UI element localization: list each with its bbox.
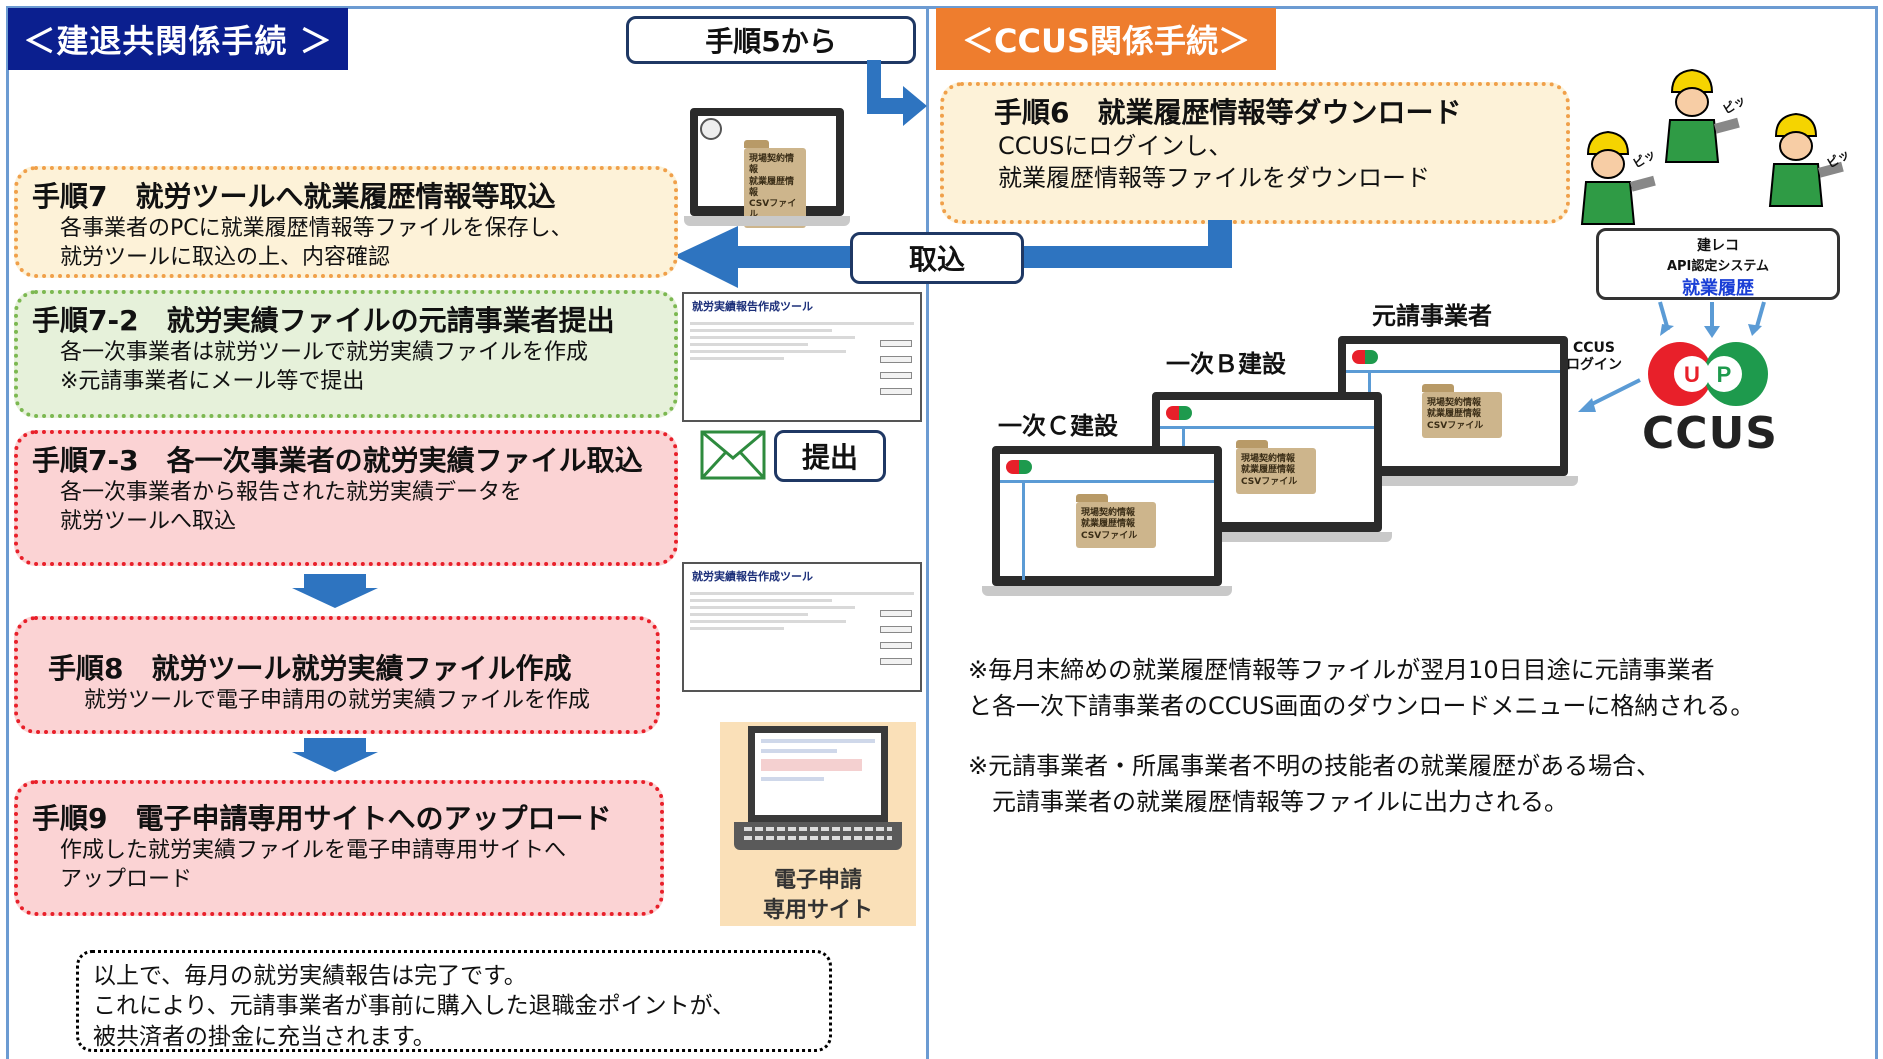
company-c-laptop: 現場契約情報 就業履歴情報 CSVファイル (982, 446, 1232, 600)
folder-label-3: CSVファイル (749, 199, 797, 220)
step6-line2: 就業履歴情報等ファイルをダウンロード (998, 163, 1430, 192)
step6-box: 手順6 就業履歴情報等ダウンロード CCUSにログインし、 就業履歴情報等ファイ… (940, 82, 1570, 224)
completion-note: 以上で、毎月の就労実績報告は完了です。 これにより、元請事業者が事前に購入した退… (76, 950, 832, 1052)
step7-3-title: 手順7-3 各一次事業者の就労実績ファイル取込 (32, 444, 643, 477)
step7-line2: 就労ツールに取込の上、内容確認 (60, 245, 391, 271)
c-folder-2: 就業履歴情報 (1081, 519, 1136, 530)
b-folder-2: 就業履歴情報 (1241, 465, 1296, 476)
step7-2-box: 手順7-2 就労実績ファイルの元請事業者提出 各一次事業者は就労ツールで就労実績… (14, 290, 678, 418)
step9-line1: 作成した就労実績ファイルを電子申請専用サイトへ (60, 837, 567, 863)
step8-title: 手順8 就労ツール就労実績ファイル作成 (48, 652, 572, 685)
note-1a: ※毎月末締めの就業履歴情報等ファイルが翌月10日目途に元請事業者 (968, 656, 1715, 684)
step8-line1: 就労ツールで電子申請用の就労実績ファイルを作成 (84, 687, 591, 713)
c-folder-3: CSVファイル (1081, 530, 1138, 541)
completion-line2: これにより、元請事業者が事前に購入した退職金ポイントが、 (93, 993, 736, 1020)
ccus-login-line2: ログイン (1566, 356, 1622, 373)
workers-illustration (1580, 68, 1844, 225)
ccus-login-line1: CCUS (1573, 340, 1615, 356)
kenreco-line3: 就業履歴 (1682, 278, 1754, 299)
tool-title-1: 就労実績報告作成ツール (692, 300, 813, 313)
folder-label-1: 現場契約情報 (749, 154, 795, 176)
prime-folder-1: 現場契約情報 (1427, 398, 1482, 408)
step7-3-line1: 各一次事業者から報告された就労実績データを (60, 479, 523, 505)
prime-contractor-label: 元請事業者 (1372, 302, 1492, 330)
ccus-logo-text: CCUS (1642, 408, 1778, 459)
step9-title: 手順9 電子申請専用サイトへのアップロード (32, 802, 612, 835)
step7-title: 手順7 就労ツールへ就業履歴情報等取込 (32, 180, 556, 213)
b-folder-1: 現場契約情報 (1241, 454, 1296, 464)
down-arrow-2 (292, 738, 378, 772)
right-header: ＜CCUS関係手続＞ (936, 8, 1276, 70)
step5-to-step6-arrow (867, 60, 927, 126)
step7-line1: 各事業者のPCに就業履歴情報等ファイルを保存し、 (60, 215, 573, 241)
company-b-label: 一次Ｂ建設 (1166, 350, 1286, 378)
pc-laptop-icon: 現場契約情報 就業履歴情報 CSVファイル (684, 108, 850, 230)
c-folder-1: 現場契約情報 (1081, 508, 1136, 518)
step9-line2: アップロード (60, 867, 193, 893)
folder-label-2: 就業履歴情報 (749, 176, 795, 198)
left-header: ＜建退共関係手続 ＞ (8, 8, 348, 70)
esite-illustration: 電子申請 専用サイト (720, 722, 916, 926)
tool-title-2: 就労実績報告作成ツール (692, 570, 813, 583)
from-step5-label: 手順5から (626, 16, 916, 64)
note-2b: 元請事業者の就業履歴情報等ファイルに出力される。 (968, 788, 1568, 816)
mail-icon (700, 430, 766, 480)
step9-box: 手順9 電子申請専用サイトへのアップロード 作成した就労実績ファイルを電子申請専… (14, 780, 664, 916)
step6-line1: CCUSにログインし、 (998, 131, 1233, 160)
completion-line1: 以上で、毎月の就労実績報告は完了です。 (93, 963, 527, 989)
kenreco-box: 建レコ API認定システム 就業履歴 (1596, 228, 1840, 300)
note-2a: ※元請事業者・所属事業者不明の技能者の就業履歴がある場合、 (968, 752, 1661, 780)
ccus-login-label: CCUS ログイン (1566, 340, 1622, 374)
note-1: ※毎月末締めの就業履歴情報等ファイルが翌月10日目途に元請事業者 と各一次下請事… (968, 652, 1868, 724)
esite-label-2: 専用サイト (762, 898, 873, 923)
kenreco-line1: 建レコ (1697, 238, 1739, 254)
step7-3-box: 手順7-3 各一次事業者の就労実績ファイル取込 各一次事業者から報告された就労実… (14, 430, 678, 566)
tool-screenshot-2: 就労実績報告作成ツール (682, 562, 922, 692)
step8-box: 手順8 就労ツール就労実績ファイル作成 就労ツールで電子申請用の就労実績ファイル… (14, 616, 660, 734)
svg-text:P: P (1717, 362, 1732, 387)
kenreco-to-ccus-arrows (1658, 301, 1766, 338)
tool-screenshot-1: 就労実績報告作成ツール (682, 292, 922, 422)
import-label: 取込 (850, 232, 1024, 284)
submit-label: 提出 (774, 430, 886, 482)
company-c-label: 一次Ｃ建設 (998, 412, 1118, 440)
down-arrow-1 (292, 574, 378, 608)
ccus-logo-icon: U P (1648, 342, 1768, 406)
step7-2-line2: ※元請事業者にメール等で提出 (60, 369, 365, 395)
step7-2-title: 手順7-2 就労実績ファイルの元請事業者提出 (32, 304, 615, 337)
svg-text:U: U (1684, 362, 1700, 387)
step7-box: 手順7 就労ツールへ就業履歴情報等取込 各事業者のPCに就業履歴情報等ファイルを… (14, 166, 678, 278)
kenreco-line2: API認定システム (1666, 259, 1770, 274)
prime-folder-2: 就業履歴情報 (1427, 409, 1482, 420)
right-panel (926, 6, 1878, 1059)
step6-title: 手順6 就業履歴情報等ダウンロード (994, 96, 1462, 129)
b-folder-3: CSVファイル (1241, 476, 1298, 487)
step7-2-line1: 各一次事業者は就労ツールで就労実績ファイルを作成 (60, 339, 589, 365)
prime-folder-3: CSVファイル (1427, 420, 1484, 431)
note-1b: と各一次下請事業者のCCUS画面のダウンロードメニューに格納される。 (968, 692, 1755, 720)
ccus-login-arrow (1578, 378, 1641, 412)
step7-3-line2: 就労ツールへ取込 (60, 509, 237, 535)
note-2: ※元請事業者・所属事業者不明の技能者の就業履歴がある場合、 元請事業者の就業履歴… (968, 748, 1868, 820)
completion-line3: 被共済者の掛金に充当されます。 (93, 1023, 436, 1050)
esite-label-1: 電子申請 (773, 868, 862, 893)
